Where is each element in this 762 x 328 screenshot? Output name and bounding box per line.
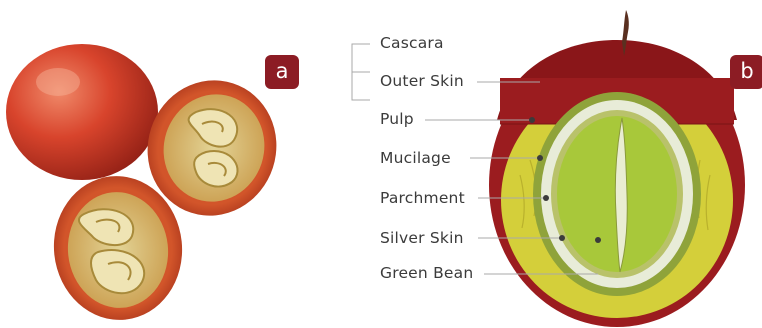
- label-cascara: Cascara: [380, 34, 444, 52]
- dot-silver-skin: [559, 235, 565, 241]
- dot-pulp: [529, 117, 535, 123]
- dot-mucilage: [537, 155, 543, 161]
- label-parchment: Parchment: [380, 189, 465, 207]
- dot-green-bean: [595, 237, 601, 243]
- label-pulp: Pulp: [380, 110, 414, 128]
- cherry-cross-section: [489, 10, 745, 327]
- dot-parchment: [543, 195, 549, 201]
- label-outer-skin: Outer Skin: [380, 72, 464, 90]
- label-silver-skin: Silver Skin: [380, 229, 464, 247]
- label-green-bean: Green Bean: [380, 264, 473, 282]
- panel-b-badge: b: [730, 55, 762, 89]
- label-mucilage: Mucilage: [380, 149, 451, 167]
